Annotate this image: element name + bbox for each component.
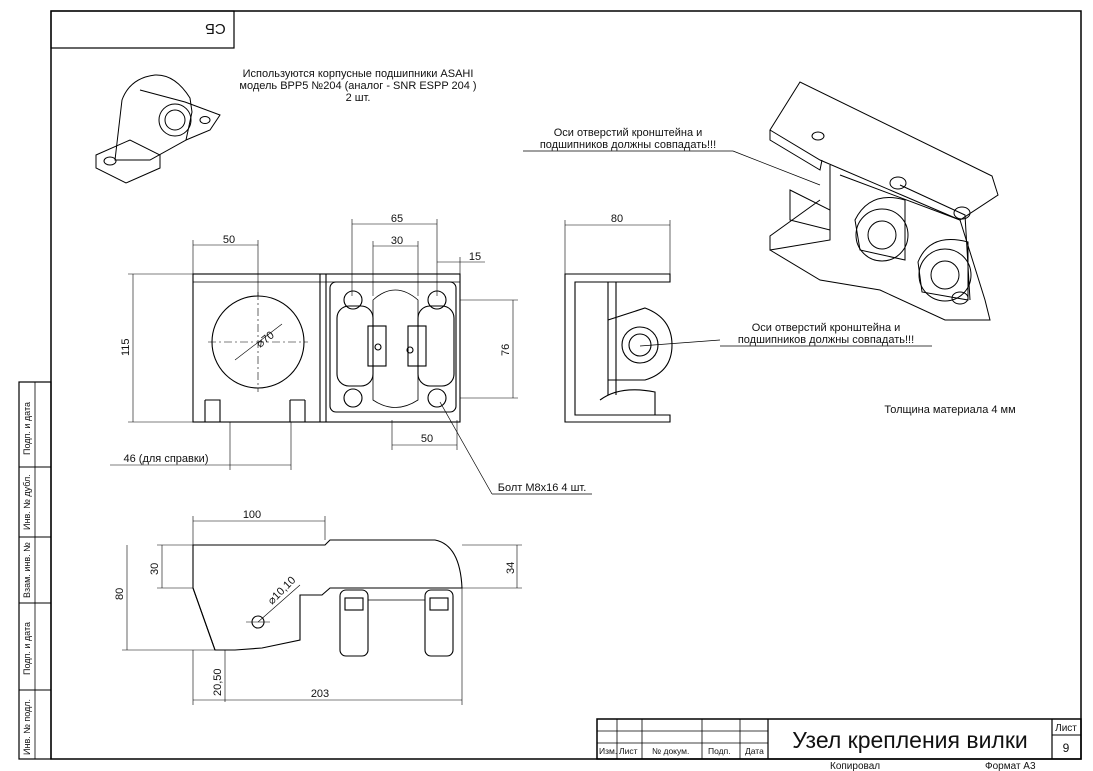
copied-label: Копировал bbox=[830, 761, 880, 771]
thickness-note: Толщина материала 4 мм bbox=[884, 404, 1015, 416]
side-view bbox=[564, 273, 673, 423]
dim-115: 115 bbox=[120, 338, 132, 356]
stamp-label: Подп. и дата bbox=[22, 622, 32, 675]
dim-34: 34 bbox=[505, 562, 517, 574]
dim-50-top: 50 bbox=[223, 234, 235, 246]
dim-76: 76 bbox=[500, 344, 512, 356]
drawing-title: Узел крепления вилки bbox=[792, 727, 1028, 753]
axes-note-top-2: подшипников должны совпадать!!! bbox=[540, 139, 716, 151]
side-stamp: Подп. и дата Инв. № дубл. Взам. инв. № П… bbox=[18, 381, 52, 760]
col-doc: № докум. bbox=[652, 746, 689, 756]
dim-203: 203 bbox=[311, 688, 329, 700]
dim-100: 100 bbox=[243, 509, 261, 521]
dim-80-side: 80 bbox=[611, 213, 623, 225]
title-block: Изм. Лист № докум. Подп. Дата Узел крепл… bbox=[596, 718, 1082, 771]
bolt-note: Болт М8х16 4 шт. bbox=[498, 482, 587, 494]
dim-30-top: 30 bbox=[391, 235, 403, 247]
dim-46: 46 (для справки) bbox=[124, 453, 209, 465]
stamp-label: Инв. № дубл. bbox=[22, 474, 32, 530]
col-podp: Подп. bbox=[708, 746, 731, 756]
drawing-code: СБ bbox=[205, 20, 226, 37]
col-izm: Изм. bbox=[599, 746, 617, 756]
dim-15: 15 bbox=[469, 251, 481, 263]
assembly-isometric bbox=[769, 81, 999, 321]
dim-50-bottom: 50 bbox=[421, 433, 433, 445]
code-box bbox=[50, 10, 235, 49]
dim-80-left: 80 bbox=[114, 588, 126, 600]
axes-note-top-1: Оси отверстий кронштейна и bbox=[554, 127, 703, 139]
front-view bbox=[192, 273, 461, 423]
bearing-note-3: 2 шт. bbox=[346, 92, 371, 104]
bottom-view bbox=[192, 539, 463, 657]
sheet-label: Лист bbox=[1055, 723, 1077, 734]
format-label: Формат А3 bbox=[985, 761, 1036, 771]
bearing-note-2: модель BPP5 №204 (аналог - SNR ESPP 204 … bbox=[239, 80, 476, 92]
dim-65: 65 bbox=[391, 213, 403, 225]
stamp-label: Подп. и дата bbox=[22, 402, 32, 455]
axes-note-mid-2: подшипников должны совпадать!!! bbox=[738, 334, 914, 346]
axes-note-mid-1: Оси отверстий кронштейна и bbox=[752, 322, 901, 334]
dimension-lines bbox=[110, 219, 671, 705]
stamp-label: Взам. инв. № bbox=[22, 542, 32, 598]
sheet-number: 9 bbox=[1063, 741, 1070, 755]
dim-30-left: 30 bbox=[149, 563, 161, 575]
bearing-isometric bbox=[95, 74, 221, 184]
dim-20-50: 20,50 bbox=[212, 668, 224, 696]
col-data: Дата bbox=[745, 746, 764, 756]
stamp-label: Инв. № подл. bbox=[22, 699, 32, 755]
bearing-note-1: Используются корпусные подшипники ASAHI bbox=[243, 68, 474, 80]
col-list: Лист bbox=[619, 746, 638, 756]
